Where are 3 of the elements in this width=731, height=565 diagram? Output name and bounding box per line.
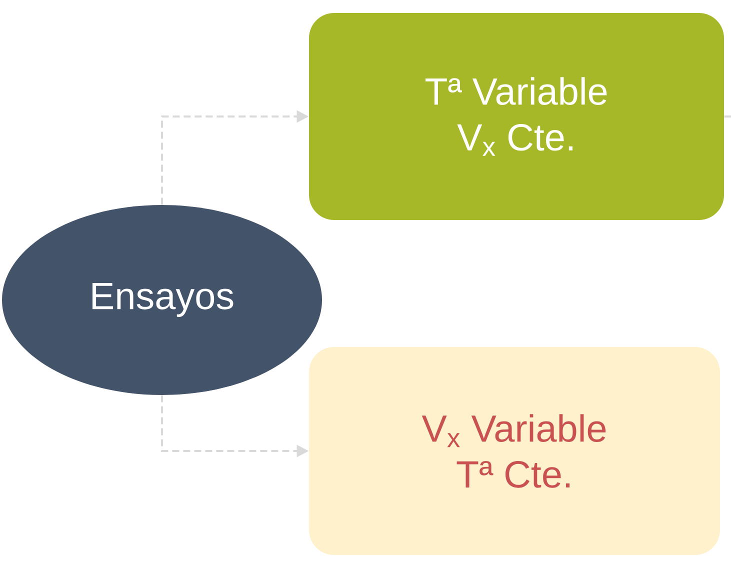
- ellipse-node: Ensayos: [2, 205, 322, 395]
- rounded-box: V$_{x}$ Variable Tª Cte.: [309, 347, 720, 555]
- rounded-box: Tª Variable V$_{x}$ Cte.: [309, 13, 724, 220]
